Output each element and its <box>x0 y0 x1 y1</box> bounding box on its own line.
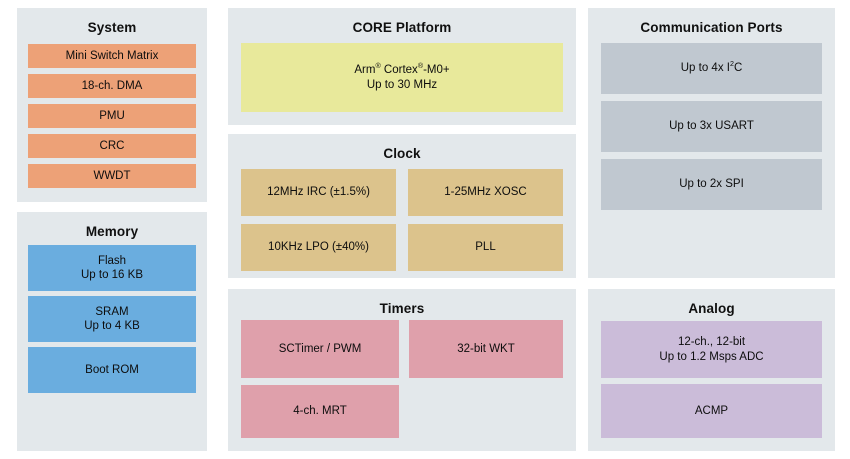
panel-title-core-platform: CORE Platform <box>352 20 452 35</box>
block-32bit-wkt[interactable]: 32-bit WKT <box>409 320 563 378</box>
panel-analog: Analog 12-ch., 12-bit Up to 1.2 Msps ADC… <box>588 289 835 451</box>
block-flash[interactable]: Flash Up to 16 KB <box>28 245 196 291</box>
block-mini-switch-matrix[interactable]: Mini Switch Matrix <box>28 44 196 68</box>
block-wwdt[interactable]: WWDT <box>28 164 196 188</box>
block-i2c[interactable]: Up to 4x I2C <box>601 43 822 94</box>
block-usart[interactable]: Up to 3x USART <box>601 101 822 152</box>
block-label: 4-ch. MRT <box>293 405 347 418</box>
block-pmu[interactable]: PMU <box>28 104 196 128</box>
block-adc[interactable]: 12-ch., 12-bit Up to 1.2 Msps ADC <box>601 321 822 378</box>
panel-system: System Mini Switch Matrix 18-ch. DMA PMU… <box>17 8 207 202</box>
block-label: 18-ch. DMA <box>81 79 143 92</box>
panel-title-communication-ports: Communication Ports <box>640 20 783 35</box>
block-label-line2: Up to 1.2 Msps ADC <box>659 350 764 363</box>
block-label-line1: SRAM <box>95 305 129 318</box>
block-label: PLL <box>475 241 496 254</box>
block-label: CRC <box>99 139 125 152</box>
panel-memory: Memory Flash Up to 16 KB SRAM Up to 4 KB… <box>17 212 207 451</box>
block-arm-cortex-m0plus[interactable]: Arm® Cortex®-M0+ Up to 30 MHz <box>241 43 563 112</box>
block-label: 12MHz IRC (±1.5%) <box>267 186 370 199</box>
block-label: 10KHz LPO (±40%) <box>268 241 369 254</box>
panel-timers: Timers SCTimer / PWM 32-bit WKT 4-ch. MR… <box>228 289 576 451</box>
block-12mhz-irc[interactable]: 12MHz IRC (±1.5%) <box>241 169 396 216</box>
block-label: 32-bit WKT <box>457 342 515 355</box>
block-label: 1-25MHz XOSC <box>444 186 527 199</box>
block-4ch-mrt[interactable]: 4-ch. MRT <box>241 385 399 438</box>
block-label-line2: Up to 16 KB <box>80 269 143 281</box>
block-label-line1: 12-ch., 12-bit <box>677 336 746 349</box>
block-label-line2: Up to 30 MHz <box>366 78 438 91</box>
block-label-line1: Boot ROM <box>85 363 139 376</box>
panel-core-platform: CORE Platform Arm® Cortex®-M0+ Up to 30 … <box>228 8 576 125</box>
panel-title-analog: Analog <box>688 301 735 316</box>
block-label: PMU <box>99 109 125 122</box>
block-label-line2: Up to 4 KB <box>84 320 140 332</box>
panel-title-system: System <box>87 20 137 35</box>
panel-clock: Clock 12MHz IRC (±1.5%) 1-25MHz XOSC 10K… <box>228 134 576 278</box>
panel-title-timers: Timers <box>379 301 425 316</box>
block-label: Up to 2x SPI <box>679 178 744 191</box>
block-label-line1: Flash <box>97 254 127 267</box>
block-crc[interactable]: CRC <box>28 134 196 158</box>
block-label: SCTimer / PWM <box>278 342 362 355</box>
block-acmp[interactable]: ACMP <box>601 384 822 438</box>
block-xosc[interactable]: 1-25MHz XOSC <box>408 169 563 216</box>
block-label: WWDT <box>93 169 131 182</box>
block-label: Up to 4x I2C <box>680 60 743 75</box>
panel-communication-ports: Communication Ports Up to 4x I2C Up to 3… <box>588 8 835 278</box>
block-pll[interactable]: PLL <box>408 224 563 271</box>
block-label-line1: Arm® Cortex®-M0+ <box>354 62 450 77</box>
block-boot-rom[interactable]: Boot ROM <box>28 347 196 393</box>
block-sctimer-pwm[interactable]: SCTimer / PWM <box>241 320 399 378</box>
block-sram[interactable]: SRAM Up to 4 KB <box>28 296 196 342</box>
block-10khz-lpo[interactable]: 10KHz LPO (±40%) <box>241 224 396 271</box>
block-label: Up to 3x USART <box>669 120 754 133</box>
block-dma[interactable]: 18-ch. DMA <box>28 74 196 98</box>
panel-title-memory: Memory <box>85 224 139 239</box>
block-spi[interactable]: Up to 2x SPI <box>601 159 822 210</box>
block-label-line1: ACMP <box>694 404 729 417</box>
block-label: Mini Switch Matrix <box>65 49 159 62</box>
panel-title-clock: Clock <box>383 146 421 161</box>
